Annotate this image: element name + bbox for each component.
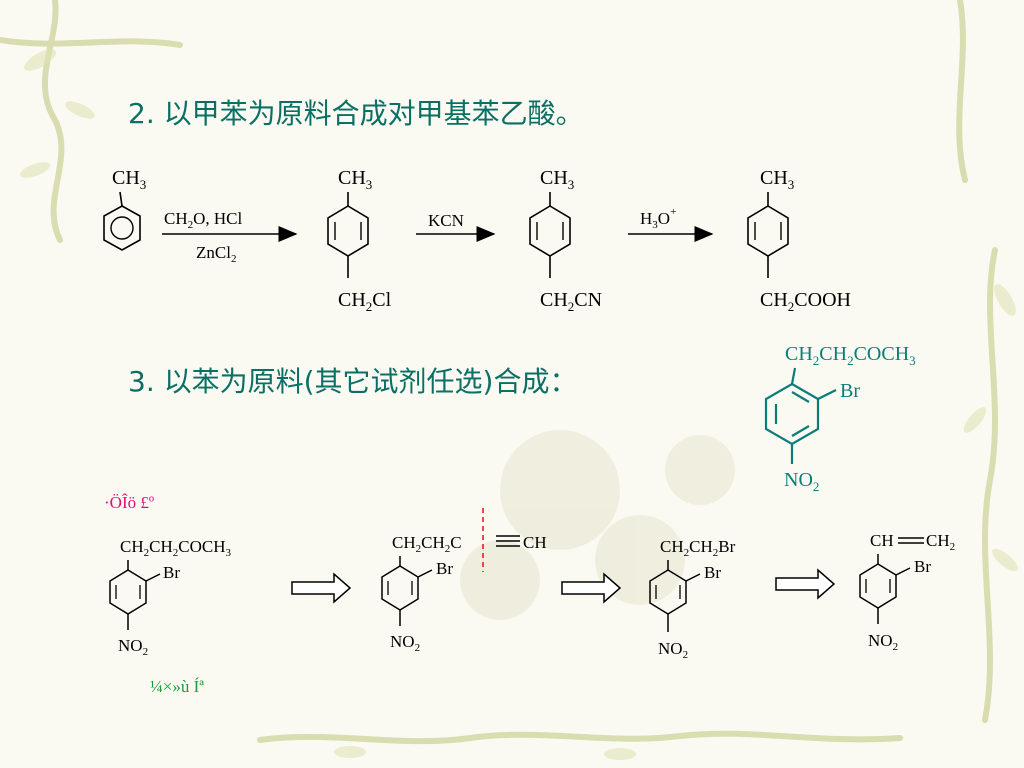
svg-text:Br: Br	[914, 557, 931, 576]
retro-compound-2: CH2CH2C CH Br NO2	[381, 508, 547, 654]
svg-text:NO2: NO2	[658, 639, 688, 661]
benzyl-cyanide-structure: CH3 CH2CN	[529, 167, 602, 314]
svg-text:Br: Br	[163, 563, 180, 582]
svg-text:CH3: CH3	[760, 167, 794, 192]
svg-text:CH2COOH: CH2COOH	[760, 289, 851, 314]
target-molecule: CH2CH2COCH3 Br NO2	[764, 343, 916, 494]
svg-text:NO2: NO2	[390, 632, 420, 654]
reaction-arrow-3: H3O+	[628, 206, 714, 242]
problem-2-number: 2.	[128, 97, 155, 130]
retro-compound-3: CH2CH2Br Br NO2	[649, 537, 736, 661]
retro-arrow-2	[561, 572, 622, 604]
svg-text:NO2: NO2	[118, 636, 148, 658]
retro-arrow-3	[775, 568, 836, 600]
svg-text:H3O+: H3O+	[640, 206, 676, 231]
problem-2-text: 以甲苯为原料合成对甲基苯乙酸。	[163, 97, 584, 130]
kcn-label: KCN	[428, 211, 464, 230]
garbled-methylketone-label: ¼×»ù Íª	[150, 677, 204, 696]
svg-text:CH2: CH2	[926, 531, 955, 553]
svg-text:CH2CH2COCH3: CH2CH2COCH3	[785, 343, 916, 368]
svg-text:CH: CH	[870, 531, 894, 550]
product-acid-structure: CH3 CH2COOH	[747, 167, 851, 314]
svg-text:CH3: CH3	[540, 167, 574, 192]
garbled-analysis-label: ·ÖÎö £º	[104, 493, 154, 512]
retro-compound-1: CH2CH2COCH3 Br NO2	[109, 537, 231, 658]
retro-arrow-1	[291, 572, 352, 604]
svg-text:CH2Cl: CH2Cl	[338, 289, 392, 314]
scheme-1: CH3 CH2O, HCl ZnCl2 CH3 CH2Cl KCN	[103, 167, 851, 314]
reaction-arrow-1: CH2O, HCl ZnCl2	[162, 209, 298, 265]
svg-text:CH: CH	[523, 533, 547, 552]
problem-3-heading: 3. 以苯为原料(其它试剂任选)合成：	[128, 360, 577, 400]
svg-text:CH2O, HCl: CH2O, HCl	[164, 209, 243, 231]
problem-3-number: 3.	[128, 365, 155, 398]
svg-text:CH2CN: CH2CN	[540, 289, 602, 314]
reaction-arrow-2: KCN	[416, 211, 496, 242]
svg-text:Br: Br	[704, 563, 721, 582]
target-br-label: Br	[840, 380, 860, 402]
svg-text:CH2CH2COCH3: CH2CH2COCH3	[120, 537, 231, 559]
problem-3-text: 以苯为原料(其它试剂任选)合成：	[163, 365, 578, 398]
benzyl-chloride-structure: CH3 CH2Cl	[327, 167, 392, 314]
svg-text:NO2: NO2	[784, 469, 819, 494]
svg-text:Br: Br	[436, 559, 453, 578]
svg-text:NO2: NO2	[868, 631, 898, 653]
svg-text:CH2CH2C: CH2CH2C	[392, 533, 462, 555]
svg-text:CH2CH2Br: CH2CH2Br	[660, 537, 736, 559]
svg-text:ZnCl2: ZnCl2	[196, 243, 236, 265]
problem-2-heading: 2. 以甲苯为原料合成对甲基苯乙酸。	[128, 92, 584, 132]
toluene-structure: CH3	[103, 167, 146, 251]
retro-compound-4: CH CH2 Br NO2	[859, 531, 955, 653]
svg-text:CH3: CH3	[112, 167, 146, 192]
svg-text:CH3: CH3	[338, 167, 372, 192]
